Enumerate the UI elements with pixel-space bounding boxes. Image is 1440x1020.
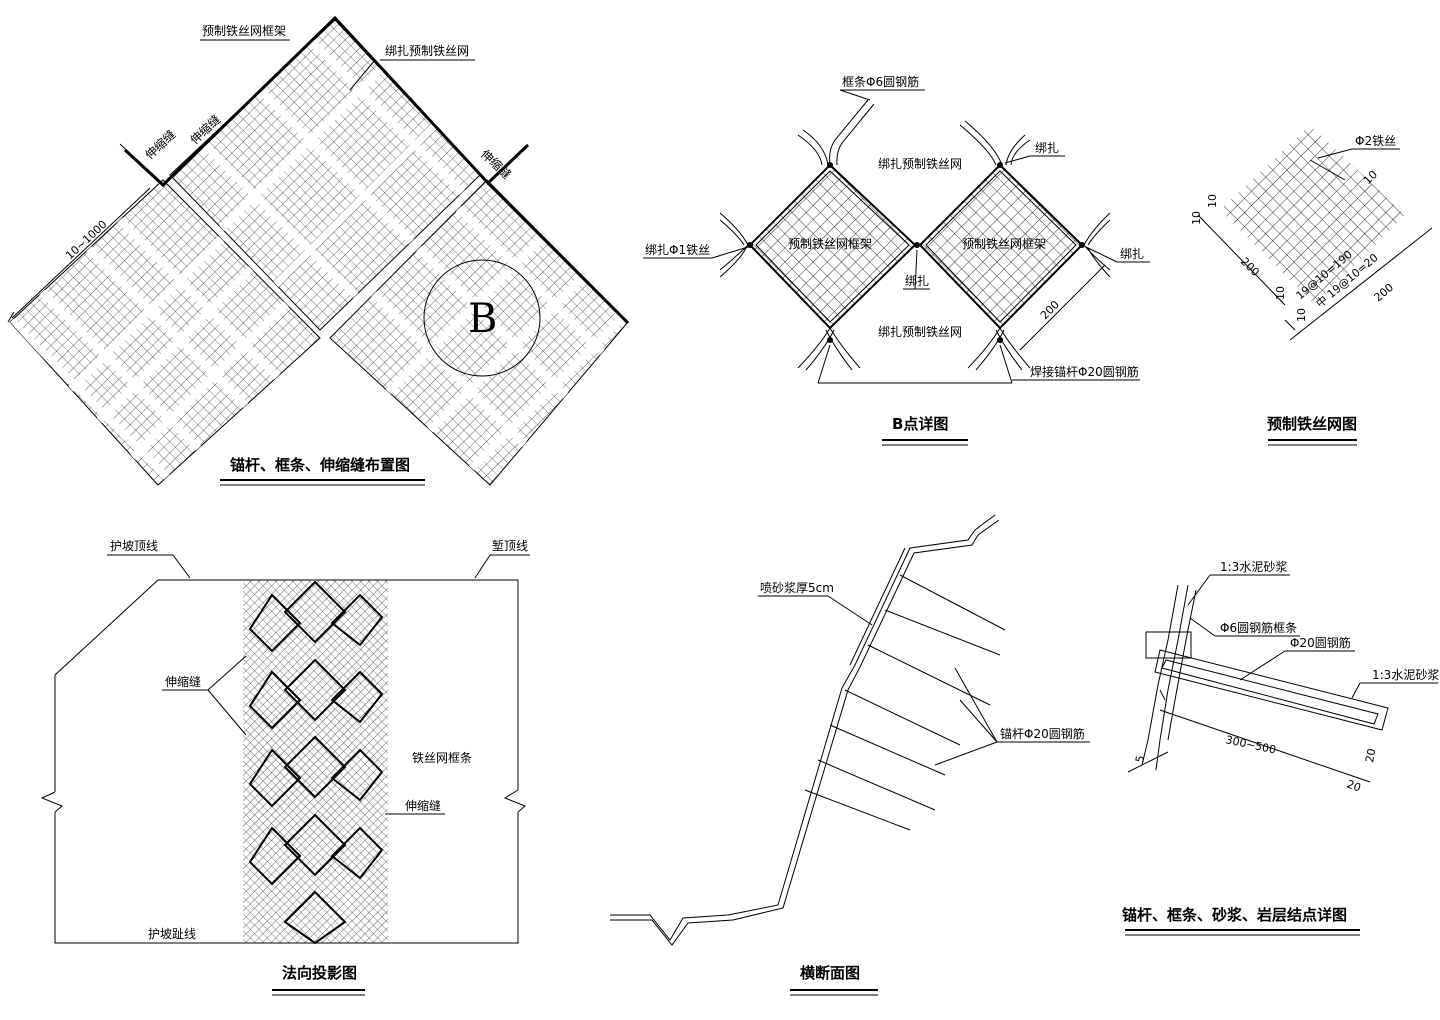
- projection-label-toe-line: 护坡趾线: [148, 927, 196, 941]
- layout-drawing: 10~1000 B 预制铁丝网框架 绑扎预制铁丝网 伸缩缝 伸缩缝 伸缩缝 锚杆…: [7, 15, 630, 486]
- detail-b-label-tie-right: 绑扎: [1120, 247, 1144, 261]
- node-label-mortar-top: 1:3水泥砂浆: [1220, 559, 1287, 574]
- mesh-label-wire: Φ2铁丝: [1355, 134, 1396, 148]
- detail-b-marker-circle: [423, 259, 541, 377]
- node-title: 锚杆、框条、砂浆、岩层结点详图: [1122, 906, 1347, 924]
- layout-label-frame: 预制铁丝网框架: [202, 24, 286, 38]
- projection-label-joint-a: 伸缩缝: [165, 674, 201, 689]
- detail-b-title: B点详图: [892, 415, 948, 433]
- node-dim-length: 300~500: [1224, 733, 1277, 756]
- mesh-detail-title: 预制铁丝网图: [1267, 415, 1357, 433]
- mesh-detail-drawing: Φ2铁丝 10 10 200 10 10 10 19@10=190 中 19@1…: [1190, 125, 1433, 446]
- projection-label-frame-bar: 铁丝网框条: [412, 751, 472, 765]
- detail-b-label-anchor: 焊接锚杆Φ20圆钢筋: [1030, 364, 1139, 379]
- layout-mesh-left: [9, 179, 321, 486]
- mesh-dim-10e: 10: [1295, 308, 1308, 322]
- detail-b-label-bar6: 框条Φ6圆钢筋: [842, 74, 919, 89]
- section-label-shotcrete: 喷砂浆厚5cm: [760, 580, 834, 595]
- projection-label-crest-line: 堑顶线: [492, 539, 528, 553]
- normal-projection-drawing: 护坡顶线 堑顶线 伸缩缝 铁丝网框条 伸缩缝 护坡趾线 法向投影图: [40, 539, 530, 996]
- node-dim-5: 5: [1133, 754, 1147, 763]
- projection-label-joint-b: 伸缩缝: [405, 798, 441, 813]
- layout-label-joint-left: 伸缩缝: [142, 127, 179, 163]
- detail-b-marker: B: [468, 296, 497, 342]
- mesh-dim-10b: 10: [1206, 194, 1219, 208]
- layout-title: 锚杆、框条、伸缩缝布置图: [230, 456, 410, 474]
- detail-b-label-tie-wire: 绑扎Φ1铁丝: [645, 243, 710, 257]
- mesh-dim-200b: 200: [1372, 281, 1396, 304]
- layout-label-tied-mesh: 绑扎预制铁丝网: [385, 44, 469, 58]
- mesh-detail-grid: [1220, 125, 1405, 305]
- section-label-anchor: 锚杆Φ20圆钢筋: [1000, 726, 1085, 741]
- projection-title: 法向投影图: [282, 964, 357, 982]
- cross-section-drawing: 喷砂浆厚5cm 锚杆Φ20圆钢筋 横断面图: [610, 514, 1090, 996]
- section-title: 横断面图: [800, 964, 860, 982]
- mesh-dim-200a: 200: [1238, 255, 1262, 279]
- detail-b-drawing: 200 框条Φ6圆钢筋 绑扎预制铁丝网 绑扎 绑扎Φ1铁丝 预制铁丝网框架 预制…: [643, 74, 1150, 446]
- detail-b-label-frame-right: 预制铁丝网框架: [962, 237, 1046, 251]
- detail-b-dim-200: 200: [1038, 298, 1062, 322]
- node-dim-20b: 20: [1345, 778, 1363, 795]
- detail-b-label-frame-left: 预制铁丝网框架: [788, 237, 872, 251]
- node-label-bar20: Φ20圆钢筋: [1290, 635, 1351, 650]
- projection-label-top-line: 护坡顶线: [110, 539, 158, 553]
- node-label-mortar-right: 1:3水泥砂浆: [1372, 667, 1439, 682]
- mesh-dim-10d: 10: [1274, 286, 1287, 300]
- detail-b-label-tie-center: 绑扎: [905, 274, 929, 288]
- node-dim-20a: 20: [1363, 747, 1378, 763]
- detail-b-label-tied-mesh-top: 绑扎预制铁丝网: [878, 157, 962, 171]
- node-label-frame-bar: Φ6圆钢筋框条: [1220, 620, 1297, 635]
- detail-b-label-tie-top: 绑扎: [1035, 141, 1059, 155]
- mesh-dim-10a: 10: [1190, 211, 1203, 225]
- node-detail-drawing: 300~500 5 20 20 1:3水泥砂浆 Φ6圆钢筋框条 Φ20圆钢筋 1…: [1122, 559, 1439, 936]
- detail-b-label-tied-mesh-bottom: 绑扎预制铁丝网: [878, 325, 962, 339]
